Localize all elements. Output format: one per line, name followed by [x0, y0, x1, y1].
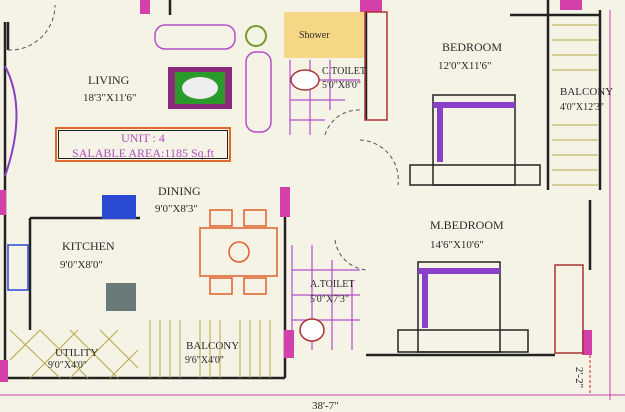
overall-width-dimension: 38'-7"	[312, 400, 339, 412]
dining-size: 9'0"X8'3"	[155, 203, 198, 215]
sink	[7, 244, 29, 291]
side-balcony-label: BALCONY	[560, 86, 614, 98]
beds	[397, 94, 541, 353]
windows	[0, 0, 592, 382]
utility-size: 9'0"X4'0"	[48, 360, 87, 371]
wardrobes	[364, 11, 584, 354]
dining-label: DINING	[158, 184, 201, 198]
bedroom-size: 12'0"X11'6"	[438, 60, 492, 72]
front-balcony-label: BALCONY	[186, 340, 240, 352]
a-toilet-size: 5'0"X7'3"	[310, 294, 349, 305]
dining-table	[199, 209, 278, 295]
utility-label: UTILITY	[55, 347, 99, 359]
fridge	[106, 283, 136, 311]
a-toilet-label: A.TOILET	[310, 279, 355, 290]
unit-title: UNIT : 4	[121, 131, 165, 145]
bedroom-label: BEDROOM	[442, 40, 503, 54]
bed-frames	[418, 102, 515, 328]
unit-info-box: UNIT : 4 SALABLE AREA:1185 Sq.ft	[55, 127, 231, 162]
shower-label: Shower	[299, 30, 330, 41]
walls	[3, 0, 602, 380]
dimension-lines	[0, 10, 625, 400]
toilet-tiles	[289, 60, 360, 350]
m-bedroom-label: M.BEDROOM	[430, 218, 504, 232]
balcony-pattern	[149, 320, 271, 378]
side-balcony-lines	[552, 24, 598, 186]
c-toilet-label: C.TOILET	[322, 66, 366, 77]
living-size: 18'3"X11'6"	[83, 92, 137, 104]
living-label: LIVING	[88, 73, 130, 87]
c-toilet-size: 5'0"X8'0"	[322, 80, 361, 91]
side-balcony-size: 4'0"X12'3"	[560, 102, 604, 113]
side-dimension: 2'-2"	[573, 366, 586, 389]
stove	[102, 195, 136, 219]
kitchen-size: 9'0"X8'0"	[60, 259, 103, 271]
shower-area	[284, 12, 364, 58]
kitchen-label: KITCHEN	[62, 239, 115, 253]
salable-area: SALABLE AREA:1185 Sq.ft	[72, 146, 214, 160]
living-sofas	[4, 24, 272, 177]
front-balcony-size: 9'6"X4'0"	[185, 355, 224, 366]
door-swings	[7, 4, 399, 271]
m-bedroom-size: 14'6"X10'6"	[430, 239, 484, 251]
utility-pattern	[9, 329, 139, 379]
